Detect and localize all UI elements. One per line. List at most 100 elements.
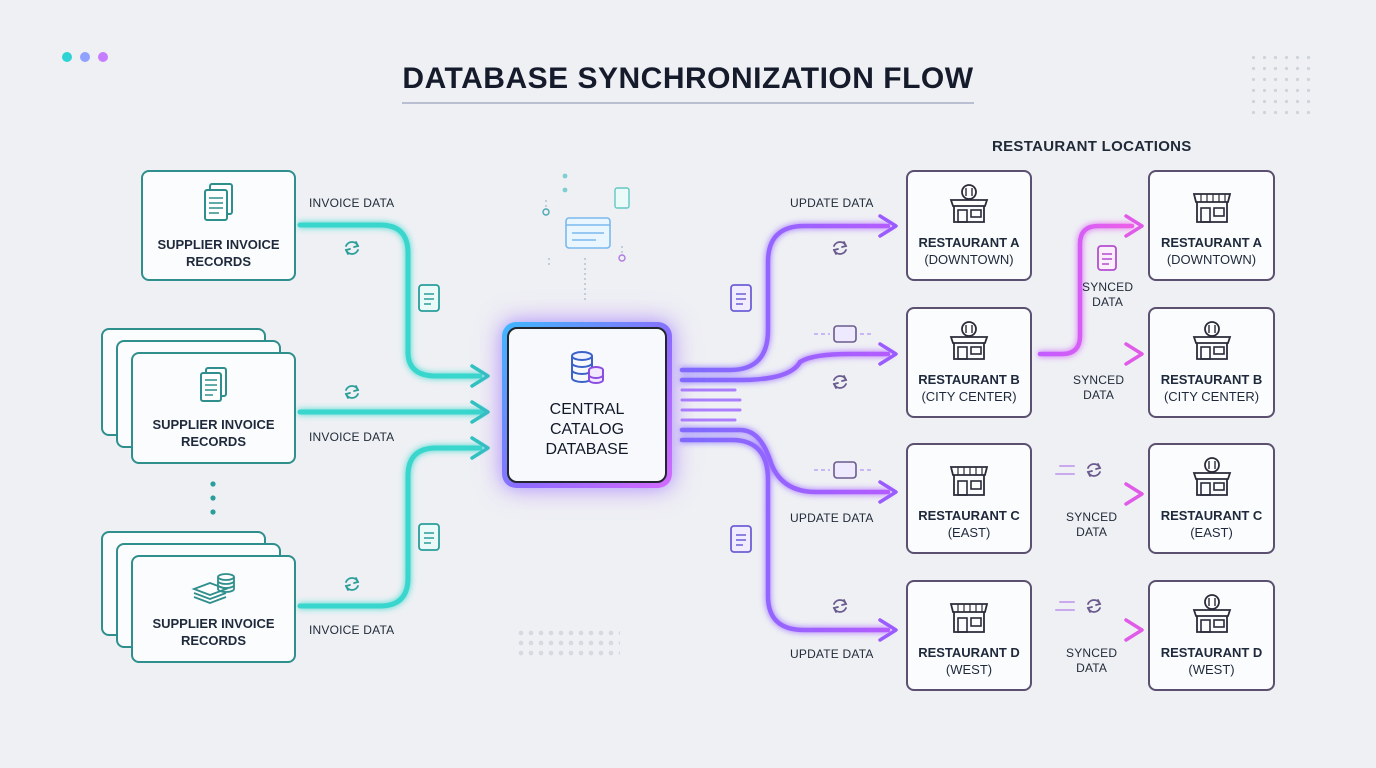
sync-icon — [1086, 599, 1102, 613]
arrowhead-synced-a — [1124, 214, 1144, 238]
arrowhead-update-b — [878, 342, 898, 366]
synced-data-label-d: SYNCED DATA — [1066, 646, 1117, 676]
restaurant-location: (WEST) — [1188, 661, 1235, 677]
more-suppliers-ellipsis — [210, 481, 216, 515]
supplier-card-1[interactable]: SUPPLIER INVOICE RECORDS — [141, 170, 296, 281]
storefront-icon — [948, 183, 990, 228]
arrowhead-synced-c — [1124, 482, 1144, 506]
central-label-line2: CATALOG — [549, 421, 625, 438]
central-label-line3: DATABASE — [545, 441, 629, 458]
dot-blue — [80, 52, 90, 62]
flow-invoice-1 — [297, 222, 483, 379]
database-icon — [568, 350, 606, 392]
document-icon — [730, 284, 752, 312]
decorative-dot-grid-bottom — [516, 628, 620, 658]
dot-purple — [98, 52, 108, 62]
synced-label-line1: SYNCED — [1066, 646, 1118, 660]
restaurant-location: (EAST) — [947, 524, 991, 540]
supplier-label-line1: SUPPLIER INVOICE — [157, 236, 280, 252]
synced-label-line2: DATA — [1076, 525, 1108, 539]
storefront-icon — [1191, 320, 1233, 365]
restaurant-location: (CITY CENTER) — [921, 388, 1017, 404]
restaurant-b-card[interactable]: RESTAURANT B (CITY CENTER) — [906, 307, 1032, 418]
title-underline — [402, 102, 974, 104]
storefront-icon — [1191, 184, 1233, 228]
invoice-data-label-3: INVOICE DATA — [309, 623, 395, 637]
synced-restaurant-b-card[interactable]: RESTAURANT B (CITY CENTER) — [1148, 307, 1275, 418]
arrowhead-update-a — [878, 214, 898, 238]
supplier-label-line1: SUPPLIER INVOICE — [152, 417, 275, 432]
synced-label-line2: DATA — [1083, 388, 1115, 402]
document-stack-icon — [196, 366, 232, 410]
floating-window-icon — [542, 173, 630, 300]
synced-label-line2: DATA — [1076, 661, 1108, 675]
restaurant-location: (CITY CENTER) — [1163, 388, 1260, 404]
sync-icon — [1086, 463, 1102, 477]
sync-icon — [832, 241, 848, 255]
central-catalog-database[interactable]: CENTRAL CATALOG DATABASE — [502, 322, 672, 488]
supplier-label-line1: SUPPLIER INVOICE — [152, 616, 275, 631]
synced-data-label-a: SYNCED DATA — [1082, 280, 1133, 310]
synced-data-label-c: SYNCED DATA — [1066, 510, 1117, 540]
restaurant-name: RESTAURANT A — [918, 234, 1020, 250]
storefront-icon — [1191, 593, 1233, 638]
flow-update-b — [679, 351, 891, 383]
restaurant-location: (DOWNTOWN) — [1166, 251, 1257, 267]
synced-restaurant-a-card[interactable]: RESTAURANT A (DOWNTOWN) — [1148, 170, 1275, 281]
update-data-label-3: UPDATE DATA — [790, 647, 874, 661]
update-data-label-2: UPDATE DATA — [790, 511, 874, 525]
restaurant-d-card[interactable]: RESTAURANT D (WEST) — [906, 580, 1032, 691]
restaurant-name: RESTAURANT A — [1160, 234, 1263, 250]
restaurant-location: (EAST) — [1190, 524, 1233, 540]
restaurant-name: RESTAURANT C — [1160, 507, 1263, 523]
storefront-icon — [948, 320, 990, 365]
synced-label-line1: SYNCED — [1082, 280, 1134, 294]
arrowhead-synced-b — [1124, 342, 1144, 366]
coins-stack-icon — [190, 569, 238, 609]
sync-icon — [344, 385, 360, 399]
sync-icon — [344, 577, 360, 591]
document-icon — [1097, 245, 1117, 271]
supplier-label-line2: RECORDS — [185, 253, 251, 269]
synced-restaurant-d-card[interactable]: RESTAURANT D (WEST) — [1148, 580, 1275, 691]
restaurant-a-card[interactable]: RESTAURANT A (DOWNTOWN) — [906, 170, 1032, 281]
arrowhead-invoice-2 — [470, 400, 490, 424]
document-icon — [730, 525, 752, 553]
restaurant-name: RESTAURANT B — [1160, 371, 1263, 387]
motion-lines — [1055, 601, 1075, 611]
decorative-dot-grid — [1248, 52, 1318, 122]
flow-update-a — [679, 223, 891, 373]
arrowhead-synced-d — [1124, 618, 1144, 642]
synced-label-line1: SYNCED — [1066, 510, 1118, 524]
invoice-data-label-2: INVOICE DATA — [309, 430, 395, 444]
restaurant-name: RESTAURANT D — [1160, 644, 1263, 660]
supplier-label-line2: RECORDS — [180, 434, 246, 449]
restaurant-c-card[interactable]: RESTAURANT C (EAST) — [906, 443, 1032, 554]
restaurant-name: RESTAURANT B — [918, 371, 1020, 387]
sync-icon — [832, 375, 848, 389]
restaurant-location: (WEST) — [945, 661, 993, 677]
restaurant-location: (DOWNTOWN) — [924, 251, 1014, 267]
synced-restaurant-c-card[interactable]: RESTAURANT C (EAST) — [1148, 443, 1275, 554]
restaurant-locations-heading: RESTAURANT LOCATIONS — [992, 138, 1192, 155]
arrowhead-invoice-3 — [470, 436, 490, 460]
update-data-label-1: UPDATE DATA — [790, 196, 874, 210]
document-icon — [418, 523, 440, 551]
supplier-card-3[interactable]: SUPPLIER INVOICE RECORDS — [131, 555, 296, 663]
central-label-line1: CENTRAL — [549, 401, 625, 418]
document-icon — [418, 284, 440, 312]
supplier-card-2[interactable]: SUPPLIER INVOICE RECORDS — [131, 352, 296, 464]
motion-lines — [1055, 465, 1075, 475]
flow-update-d — [679, 437, 891, 633]
sync-icon — [344, 241, 360, 255]
dot-teal — [62, 52, 72, 62]
arrowhead-update-d — [878, 618, 898, 642]
restaurant-name: RESTAURANT C — [918, 507, 1020, 523]
window-dots — [62, 52, 108, 62]
flow-update-c — [679, 427, 891, 495]
arrowhead-invoice-1 — [470, 364, 490, 388]
synced-label-line1: SYNCED — [1073, 373, 1125, 387]
sync-icon — [832, 599, 848, 613]
data-packet-icon — [814, 325, 874, 343]
